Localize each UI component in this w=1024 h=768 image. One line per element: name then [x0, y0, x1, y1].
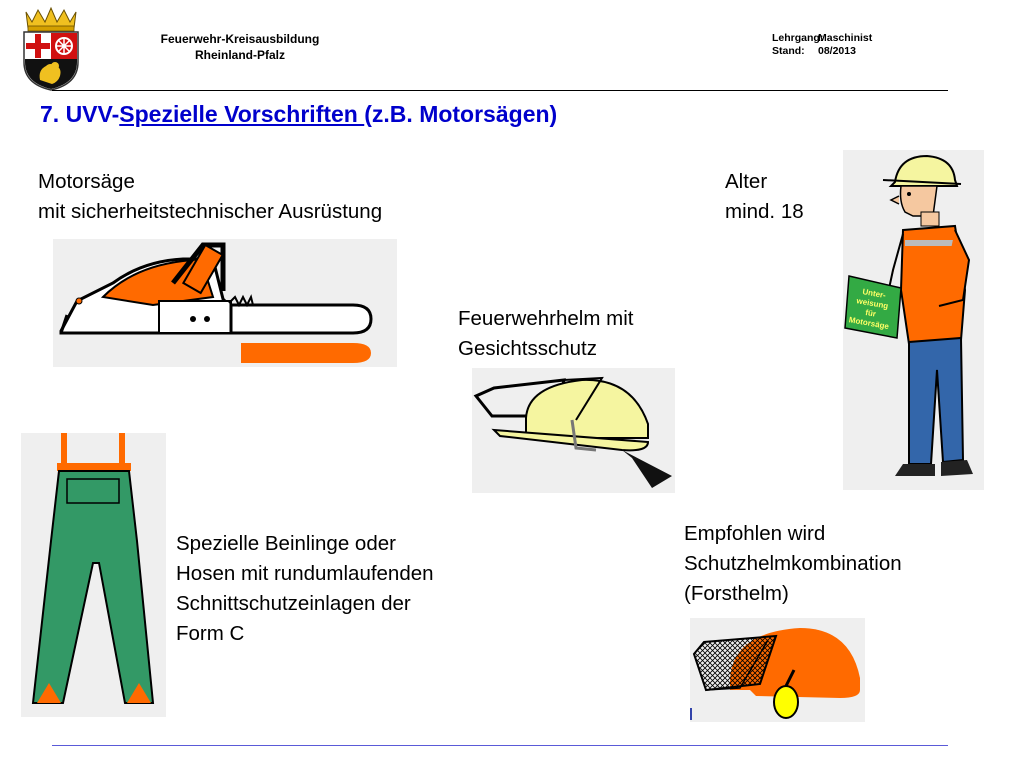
age-caption-line-2: mind. 18 — [725, 200, 804, 223]
helmet-caption-line-2: Gesichtsschutz — [458, 337, 597, 360]
sign-line-1: Unter- — [862, 287, 887, 300]
status-row: Stand: 08/2013 — [772, 45, 872, 58]
forest-helmet-caption-line-2: Schutzhelmkombination — [684, 552, 902, 575]
helmet-caption-line-1: Feuerwehrhelm mit — [458, 307, 634, 330]
trousers-caption: Spezielle Beinlinge oder Hosen mit rundu… — [176, 529, 434, 649]
title-suffix: (z.B. Motorsägen) — [364, 101, 558, 127]
forest-helmet-caption: Empfohlen wird Schutzhelmkombination (Fo… — [684, 519, 902, 609]
coat-of-arms-logo — [18, 6, 84, 92]
organization-line-2: Rheinland-Pfalz — [194, 48, 285, 62]
title-link[interactable]: Spezielle Vorschriften — [119, 101, 365, 127]
footer-divider — [52, 745, 948, 746]
sign-line-3: für — [865, 308, 877, 319]
organization-line-1: Feuerwehr-Kreisausbildung — [160, 32, 320, 46]
forest-helmet-illustration — [690, 618, 865, 722]
trousers-caption-line-4: Form C — [176, 622, 245, 645]
chainsaw-trousers-illustration — [21, 433, 166, 717]
header-divider — [52, 90, 948, 91]
course-label: Lehrgang: — [772, 32, 824, 44]
worker-illustration: Unter- weisung für Motorsäge — [843, 150, 984, 490]
course-row: Lehrgang:Maschinist — [772, 32, 872, 45]
chainsaw-caption: Motorsäge mit sicherheitstechnischer Aus… — [38, 167, 382, 227]
status-label: Stand: — [772, 45, 805, 57]
course-meta: Lehrgang:Maschinist Stand: 08/2013 — [772, 32, 872, 58]
organization-name: Feuerwehr-Kreisausbildung Rheinland-Pfal… — [120, 31, 360, 63]
forest-helmet-caption-line-3: (Forsthelm) — [684, 582, 789, 605]
trousers-caption-line-3: Schnittschutzeinlagen der — [176, 592, 411, 615]
forest-helmet-caption-line-1: Empfohlen wird — [684, 522, 826, 545]
title-prefix: 7. UVV- — [40, 101, 120, 127]
age-caption: Alter mind. 18 — [725, 167, 804, 227]
chainsaw-illustration — [53, 239, 397, 367]
fire-helmet-illustration — [472, 368, 675, 493]
status-value: 08/2013 — [818, 45, 856, 57]
age-caption-line-1: Alter — [725, 170, 768, 193]
trousers-caption-line-1: Spezielle Beinlinge oder — [176, 532, 396, 555]
helmet-caption: Feuerwehrhelm mit Gesichtsschutz — [458, 304, 633, 364]
slide-title: 7. UVV-Spezielle Vorschriften (z.B. Moto… — [40, 101, 557, 128]
chainsaw-caption-line-2: mit sicherheitstechnischer Ausrüstung — [38, 200, 383, 223]
course-value: Maschinist — [818, 32, 873, 44]
trousers-caption-line-2: Hosen mit rundumlaufenden — [176, 562, 434, 585]
chainsaw-caption-line-1: Motorsäge — [38, 170, 135, 193]
